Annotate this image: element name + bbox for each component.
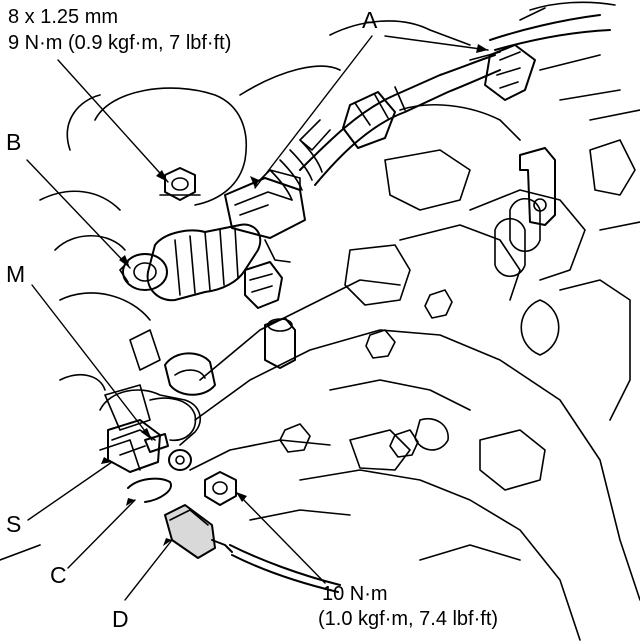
- leader-b: [26, 159, 131, 269]
- sensor-mount-area: [99, 389, 237, 506]
- engine-block: [0, 20, 640, 641]
- bottom-torque-alt-spec: (1.0 kgf·m, 7.4 lbf·ft): [318, 608, 499, 630]
- leader-d: [124, 539, 173, 601]
- mount-bracket: [264, 289, 453, 458]
- sensor-boot: [119, 223, 262, 302]
- harness-clip: [244, 261, 283, 309]
- leader-s: [27, 461, 113, 521]
- top-torque-spec: 9 N·m (0.9 kgf·m, 7 lbf·ft): [8, 32, 232, 54]
- callout-c: C: [50, 562, 67, 588]
- wire-harness: [224, 1, 616, 263]
- callout-d: D: [112, 606, 129, 632]
- callout-b: B: [6, 129, 22, 155]
- bottom-torque-spec: 10 N·m: [322, 583, 388, 605]
- callout-m: M: [6, 261, 26, 287]
- callout-a: A: [362, 7, 378, 33]
- callout-s: S: [6, 511, 22, 537]
- leader-lines: [26, 35, 489, 601]
- leader-a-connector: [254, 35, 373, 189]
- leader-bottom-spec: [235, 491, 326, 584]
- hose-piece: [164, 352, 216, 396]
- leader-top-spec: [57, 59, 169, 183]
- connector-d: [164, 504, 341, 593]
- leader-m: [31, 284, 153, 441]
- flange-nut-top: [159, 167, 201, 201]
- bolt-size-spec: 8 x 1.25 mm: [8, 6, 119, 28]
- arrowheads: [101, 44, 488, 546]
- leader-c: [67, 499, 136, 569]
- leader-a-clip: [384, 35, 489, 51]
- harness-bracket: [494, 147, 556, 278]
